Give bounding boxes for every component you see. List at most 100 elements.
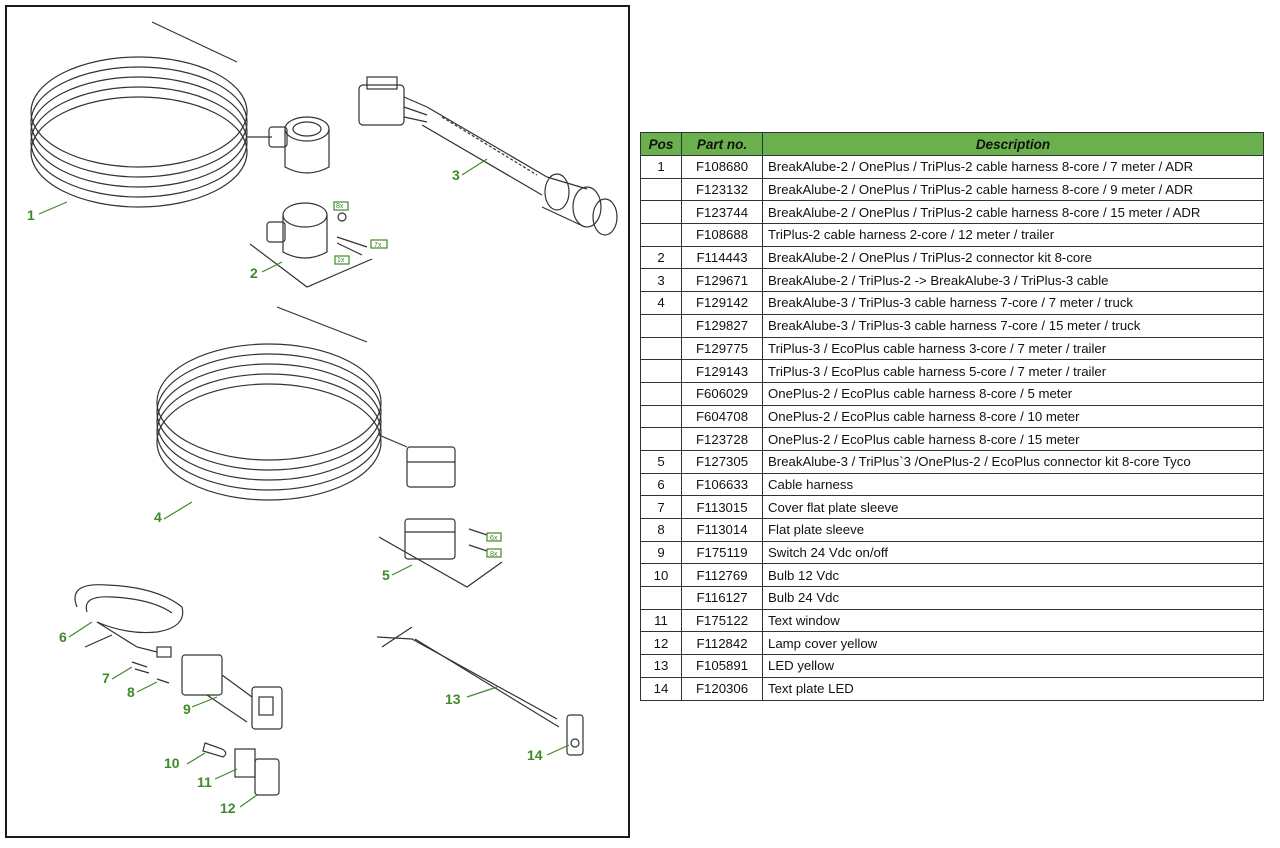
row-pos [640,200,682,225]
row-description: Cover flat plate sleeve [762,495,1264,519]
lamp-cover-12 [254,758,280,796]
row-part-no: F112769 [681,563,763,588]
row-pos: 12 [640,631,682,656]
row-part-no: F113014 [681,518,763,542]
adapter-cable-3 [358,76,618,236]
plate-sleeve-cover-7 [131,661,150,674]
bulb-10 [202,742,227,758]
flat-plate-sleeve-8 [156,678,170,684]
row-part-no: F129827 [681,313,763,338]
callout-13: 13 [445,691,461,707]
callout-12: 12 [220,800,236,816]
header-description: Description [762,132,1264,156]
callout-7: 7 [102,670,110,686]
row-pos [640,336,682,361]
row-part-no: F120306 [681,676,763,701]
row-pos [640,223,682,247]
row-description: BreakAlube-2 / OnePlus / TriPlus-2 cable… [762,177,1264,202]
row-part-no: F127305 [681,449,763,474]
row-description: TriPlus-2 cable harness 2-core / 12 mete… [762,223,1264,247]
row-part-no: F129143 [681,359,763,383]
row-part-no: F606029 [681,381,763,406]
row-description: Flat plate sleeve [762,518,1264,542]
qty-tag: 6x [490,535,498,542]
header-part-no: Part no. [681,132,763,156]
row-pos: 1 [640,155,682,179]
text-plate-14 [566,714,584,756]
row-part-no: F129142 [681,291,763,315]
row-part-no: F175122 [681,608,763,633]
row-pos: 8 [640,518,682,542]
row-description: BreakAlube-2 / OnePlus / TriPlus-2 cable… [762,155,1264,179]
qty-tag: 1x [337,257,345,264]
row-pos: 6 [640,472,682,497]
callout-10: 10 [164,755,180,771]
row-part-no: F123744 [681,200,763,225]
cable-coil-4 [156,306,456,501]
switch-9 [181,654,283,730]
callout-6: 6 [59,629,67,645]
row-part-no: F106633 [681,472,763,497]
row-description: BreakAlube-3 / TriPlus-3 cable harness 7… [762,313,1264,338]
qty-tag: 7x [374,242,382,249]
row-part-no: F123728 [681,427,763,451]
row-description: Lamp cover yellow [762,631,1264,656]
row-part-no: F114443 [681,245,763,270]
row-part-no: F105891 [681,654,763,678]
row-part-no: F112842 [681,631,763,656]
callout-11: 11 [197,774,212,790]
row-part-no: F123132 [681,177,763,202]
row-pos: 4 [640,291,682,315]
row-description: Text window [762,608,1264,633]
cable-coil-1 [30,21,272,208]
callout-5: 5 [382,567,390,583]
cable-harness-6 [74,584,184,658]
row-part-no: F113015 [681,495,763,519]
row-pos [640,381,682,406]
row-description: BreakAlube-2 / OnePlus / TriPlus-2 cable… [762,200,1264,225]
row-description: OnePlus-2 / EcoPlus cable harness 8-core… [762,381,1264,406]
row-description: Cable harness [762,472,1264,497]
parts-drawing: 8x 7x 1x 6x 8x [30,21,618,808]
row-pos [640,404,682,429]
row-part-no: F108688 [681,223,763,247]
row-pos: 13 [640,654,682,678]
row-pos [640,359,682,383]
row-pos [640,586,682,610]
round-connector-1 [268,116,330,174]
row-pos: 5 [640,449,682,474]
row-pos [640,313,682,338]
row-pos: 2 [640,245,682,270]
row-description: OnePlus-2 / EcoPlus cable harness 8-core… [762,427,1264,451]
row-part-no: F604708 [681,404,763,429]
row-pos: 3 [640,268,682,293]
row-pos: 9 [640,540,682,565]
row-pos: 11 [640,608,682,633]
callout-2: 2 [250,265,258,281]
row-description: Bulb 12 Vdc [762,563,1264,588]
row-pos [640,177,682,202]
qty-tag: 8x [490,551,498,558]
